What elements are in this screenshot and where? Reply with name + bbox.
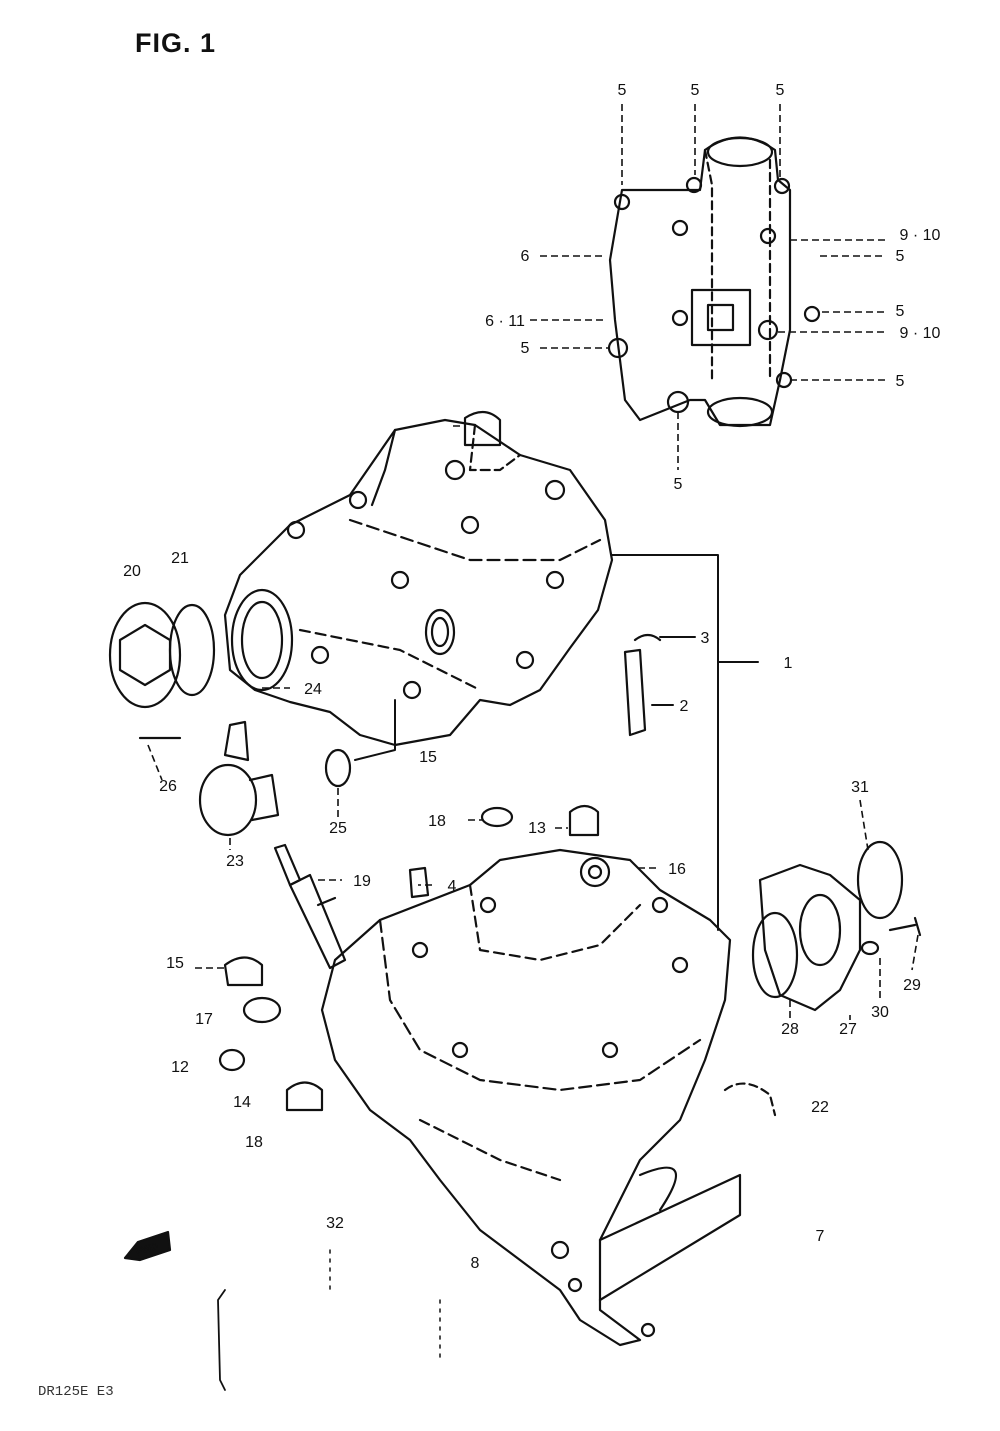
- callout-5: 5: [896, 248, 905, 265]
- gasket-piece: [223, 720, 250, 762]
- callout-5: 5: [674, 476, 683, 493]
- cap-nut: [463, 410, 502, 447]
- callout-8: 8: [471, 1255, 480, 1272]
- callout-26: 26: [159, 778, 177, 795]
- callout-31: 31: [851, 779, 869, 796]
- cylinder-head: [320, 848, 742, 1347]
- callout-29: 29: [903, 977, 921, 994]
- callout-6-11: 6 · 11: [485, 313, 525, 330]
- intake-pipe: [758, 863, 862, 1012]
- callout-5: 5: [896, 373, 905, 390]
- o-ring: [168, 603, 216, 697]
- callout-17: 17: [195, 1011, 213, 1028]
- callout-15: 15: [166, 955, 184, 972]
- callout-9-10: 9 · 10: [900, 227, 941, 244]
- cap-nut-2: [223, 956, 264, 987]
- callout-32: 32: [326, 1215, 344, 1232]
- callout-3: 3: [701, 630, 710, 647]
- callout-30: 30: [871, 1004, 889, 1021]
- callout-16: 16: [668, 861, 686, 878]
- washer-4: [860, 940, 880, 956]
- callout-24: 24: [304, 681, 322, 698]
- callout-12: 12: [171, 1059, 189, 1076]
- callout-5: 5: [521, 340, 530, 357]
- fwd-arrow-icon: [123, 1230, 172, 1262]
- callout-19: 19: [353, 873, 371, 890]
- callout-13: 13: [528, 820, 546, 837]
- hose-clamp: [856, 840, 904, 920]
- spark-plug: [273, 843, 347, 970]
- washer-3: [218, 1048, 246, 1072]
- callout-4: 4: [448, 878, 457, 895]
- callout-25: 25: [329, 820, 347, 837]
- callout-1: 1: [784, 655, 793, 672]
- callout-18: 18: [245, 1134, 263, 1151]
- gasket-inset: [607, 136, 821, 428]
- intake-gasket: [751, 911, 799, 999]
- callout-23: 23: [226, 853, 244, 870]
- model-code: DR125E E3: [38, 1384, 114, 1400]
- callout-6: 6: [521, 248, 530, 265]
- gasket-22: [723, 1082, 777, 1117]
- washer: [480, 806, 514, 828]
- circlip: [633, 633, 662, 642]
- callout-5: 5: [618, 82, 627, 99]
- callout-18: 18: [428, 813, 446, 830]
- oil-filler-cap: [108, 601, 182, 709]
- nut: [568, 804, 600, 837]
- callout-5: 5: [691, 82, 700, 99]
- callout-2: 2: [680, 698, 689, 715]
- nut-2: [285, 1081, 324, 1112]
- callout-5: 5: [896, 303, 905, 320]
- callout-14: 14: [233, 1094, 251, 1111]
- callout-5: 5: [776, 82, 785, 99]
- callout-15: 15: [419, 749, 437, 766]
- figure-title: FIG. 1: [135, 28, 217, 58]
- callout-22: 22: [811, 1099, 829, 1116]
- seal-ring: [324, 748, 352, 788]
- tappet-cap: [198, 763, 280, 837]
- dowel-pin: [408, 866, 430, 899]
- washer-2: [242, 996, 282, 1024]
- callout-21: 21: [171, 550, 189, 567]
- callout-20: 20: [123, 563, 141, 580]
- callout-9-10: 9 · 10: [900, 325, 941, 342]
- cylinder-head-cover: [223, 418, 614, 747]
- callout-7: 7: [816, 1228, 825, 1245]
- valve-guide: [623, 648, 647, 737]
- callout-27: 27: [839, 1021, 857, 1038]
- screw: [888, 916, 922, 937]
- callout-28: 28: [781, 1021, 799, 1038]
